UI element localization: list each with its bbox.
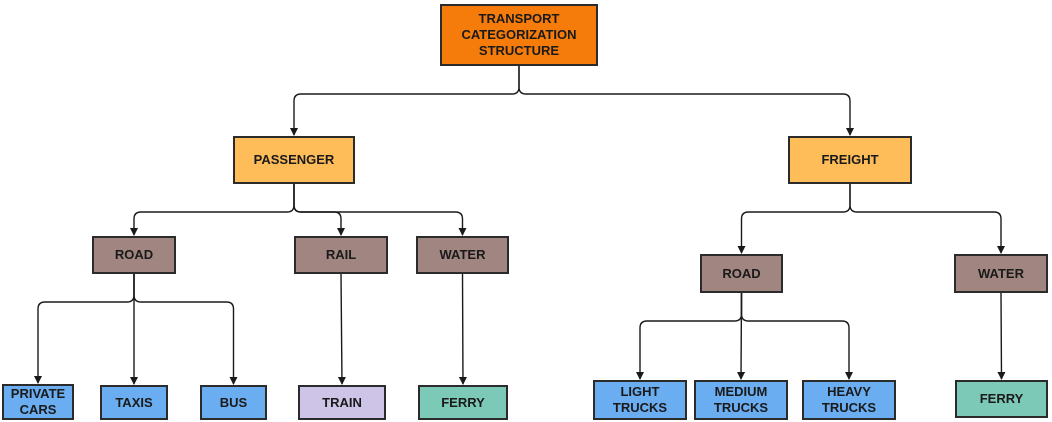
passenger-label: PASSENGER bbox=[253, 152, 335, 167]
passenger-water-label: WATER bbox=[439, 247, 486, 262]
leaf-node-private-cars: PRIVATE CARS bbox=[2, 384, 74, 420]
connector-passenger-to-p_road bbox=[130, 184, 295, 236]
connector-f_road-to-heavy_trucks bbox=[740, 293, 853, 380]
root-node-label: TRANSPORT CATEGORIZATION STRUCTURE bbox=[461, 11, 577, 58]
leaf-node-taxis: TAXIS bbox=[100, 385, 168, 420]
mode-node-passenger-road: ROAD bbox=[92, 236, 176, 274]
mode-node-freight-water: WATER bbox=[954, 254, 1048, 293]
connector-p_road-to-bus bbox=[133, 274, 238, 385]
leaf-node-medium-trucks: MEDIUM TRUCKS bbox=[694, 380, 788, 420]
mode-node-passenger-rail: RAIL bbox=[294, 236, 388, 274]
connector-p_rail-to-train bbox=[337, 273, 346, 385]
passenger-ferry-label: FERRY bbox=[441, 394, 485, 410]
leaf-node-heavy-trucks: HEAVY TRUCKS bbox=[802, 380, 896, 420]
leaf-node-passenger-ferry: FERRY bbox=[418, 385, 508, 420]
category-node-freight: FREIGHT bbox=[788, 136, 912, 184]
passenger-road-label: ROAD bbox=[114, 247, 154, 262]
light-trucks-label: LIGHT TRUCKS bbox=[612, 384, 668, 415]
heavy-trucks-label: HEAVY TRUCKS bbox=[821, 384, 877, 415]
mode-node-freight-road: ROAD bbox=[700, 254, 783, 293]
leaf-node-train: TRAIN bbox=[298, 385, 386, 420]
freight-ferry-label: FERRY bbox=[979, 391, 1024, 406]
taxis-label: TAXIS bbox=[115, 394, 153, 410]
category-node-passenger: PASSENGER bbox=[233, 136, 355, 184]
connector-f_road-to-light_trucks bbox=[636, 293, 743, 380]
root-node-transport-categorization: TRANSPORT CATEGORIZATION STRUCTURE bbox=[440, 4, 598, 66]
connector-root-to-freight bbox=[518, 66, 854, 136]
mode-node-passenger-water: WATER bbox=[416, 236, 509, 274]
bus-label: BUS bbox=[219, 394, 248, 410]
medium-trucks-label: MEDIUM TRUCKS bbox=[713, 384, 769, 415]
train-label: TRAIN bbox=[322, 394, 362, 410]
connector-root-to-passenger bbox=[290, 66, 520, 136]
connector-passenger-to-p_rail bbox=[293, 184, 345, 236]
freight-water-label: WATER bbox=[978, 265, 1024, 281]
leaf-node-bus: BUS bbox=[200, 385, 267, 420]
connector-f_water-to-f_ferry bbox=[997, 292, 1006, 380]
freight-road-label: ROAD bbox=[722, 265, 761, 281]
connector-freight-to-f_road bbox=[737, 184, 851, 254]
leaf-node-light-trucks: LIGHT TRUCKS bbox=[593, 380, 687, 420]
connector-freight-to-f_water bbox=[849, 184, 1005, 254]
leaf-node-freight-ferry: FERRY bbox=[955, 380, 1048, 418]
private-cars-label: PRIVATE CARS bbox=[10, 386, 66, 417]
connector-passenger-to-p_water bbox=[293, 184, 467, 236]
connector-p_road-to-private_cars bbox=[34, 274, 135, 384]
passenger-rail-label: RAIL bbox=[325, 247, 357, 262]
freight-label: FREIGHT bbox=[821, 152, 879, 167]
connector-p_water-to-p_ferry bbox=[458, 273, 467, 385]
